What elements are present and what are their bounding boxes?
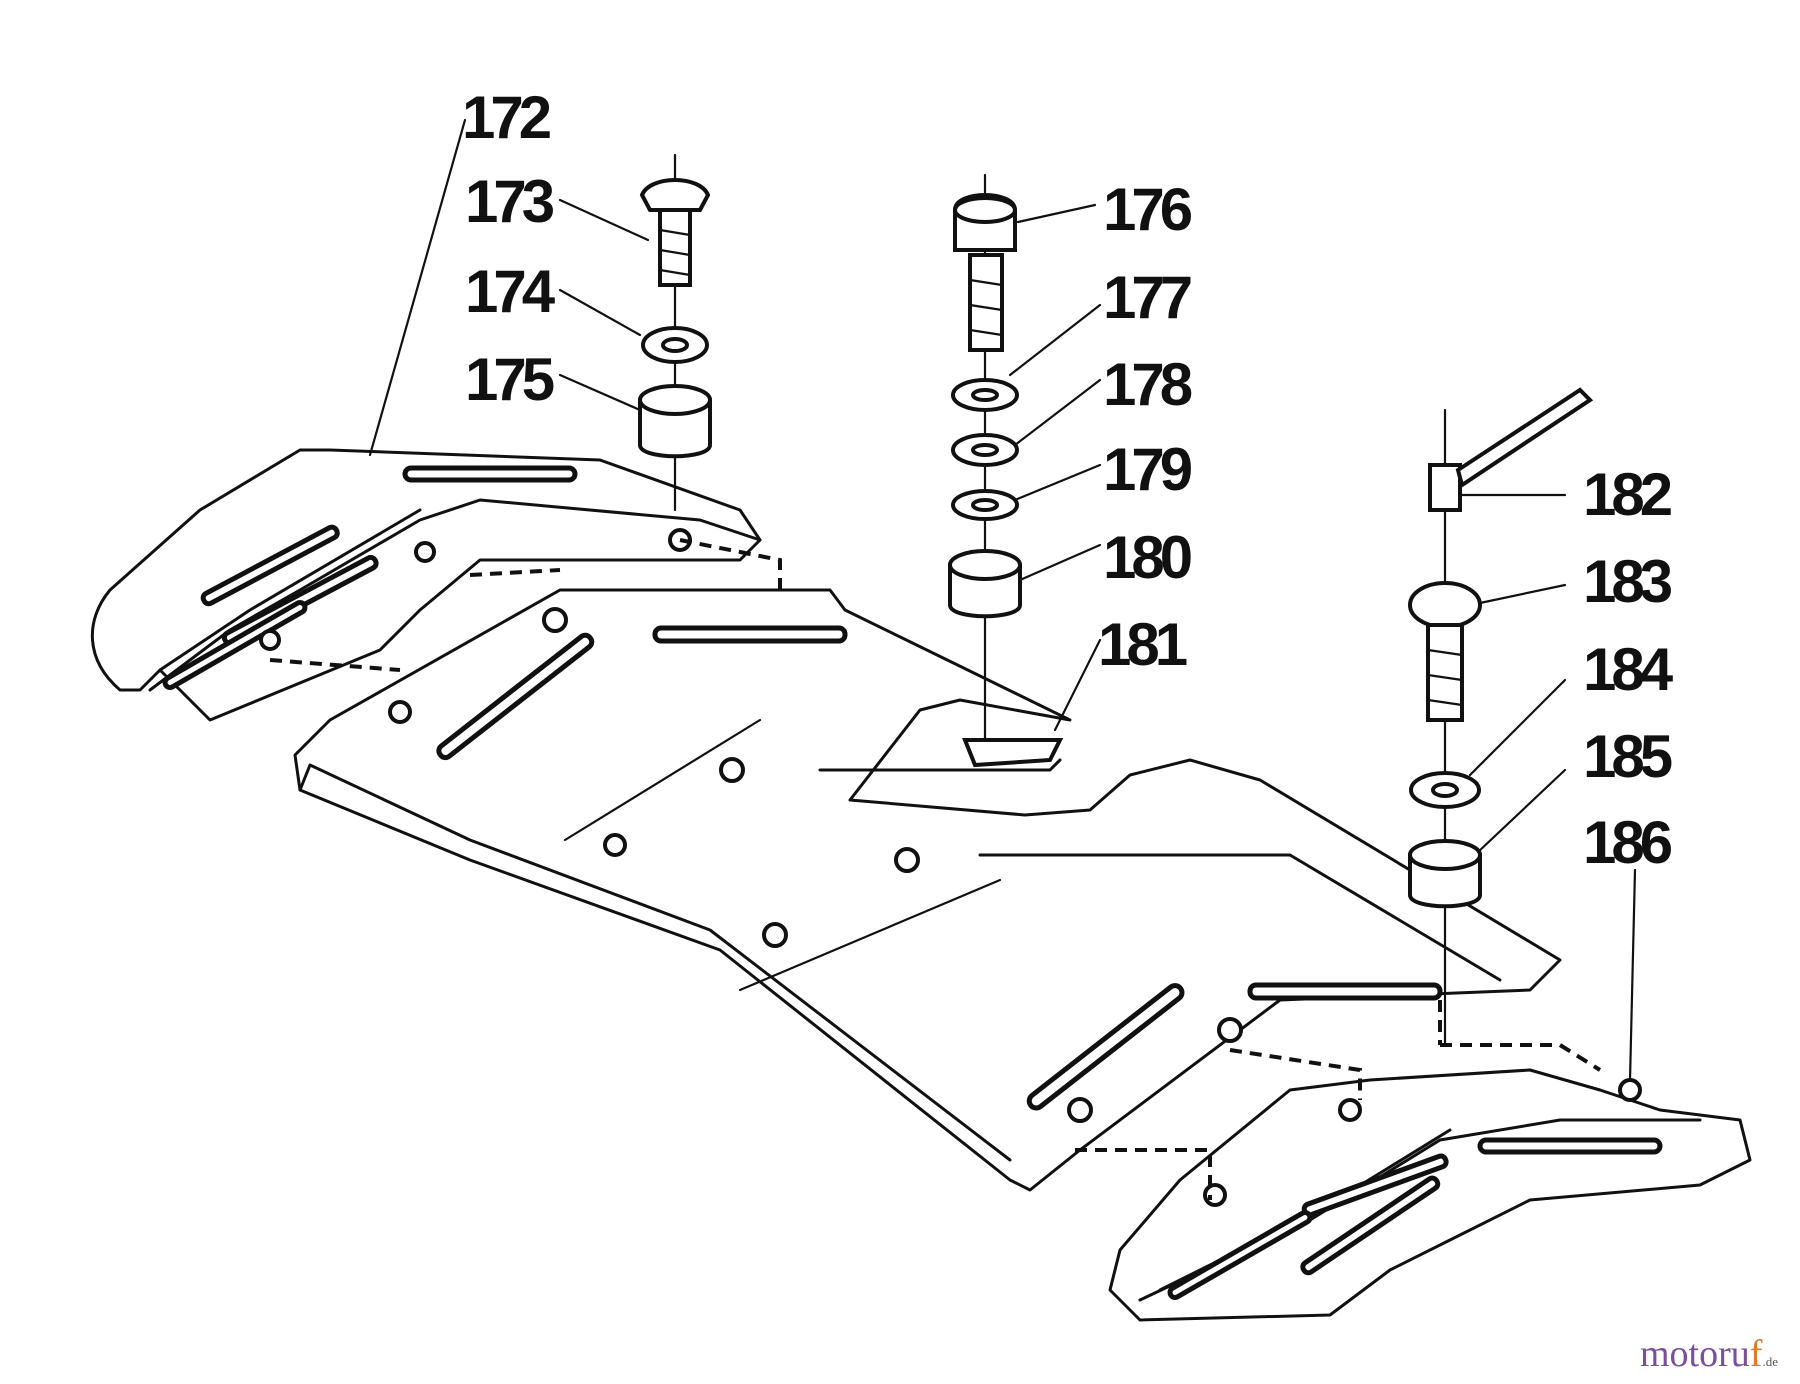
watermark-main-text: motoru (1640, 1333, 1750, 1375)
watermark-tld-text: .de (1762, 1354, 1778, 1369)
part-label-175: 175 (465, 346, 554, 413)
part-label-173: 173 (465, 168, 554, 235)
part-label-172: 172 (462, 84, 550, 151)
part-labels: 172 173 174 175 176 177 178 179 180 181 … (462, 84, 1679, 876)
right-skid-plate (1108, 1068, 1752, 1322)
part-label-183: 183 (1583, 548, 1672, 615)
leader-lines (368, 118, 1637, 1082)
middle-bolt-stack (948, 173, 1064, 768)
part-label-180: 180 (1103, 524, 1191, 591)
part-label-185: 185 (1583, 723, 1672, 790)
right-bolt-stack (1408, 387, 1594, 1047)
watermark-accent-text: f (1749, 1333, 1763, 1375)
part-label-181: 181 (1098, 611, 1187, 678)
left-bolt-stack (638, 153, 712, 512)
part-label-178: 178 (1103, 351, 1192, 418)
part-label-179: 179 (1103, 436, 1192, 503)
main-deck-plate (293, 588, 1562, 1192)
watermark-logo: motoruf.de (1640, 1334, 1778, 1382)
part-label-184: 184 (1583, 636, 1674, 703)
hidden-lines (269, 538, 1602, 1200)
part-label-186: 186 (1583, 809, 1672, 876)
part-label-182: 182 (1583, 461, 1671, 528)
part-label-177: 177 (1103, 264, 1191, 331)
part-label-176: 176 (1103, 176, 1192, 243)
part-label-174: 174 (465, 258, 556, 325)
left-skid-plate (90, 448, 762, 722)
